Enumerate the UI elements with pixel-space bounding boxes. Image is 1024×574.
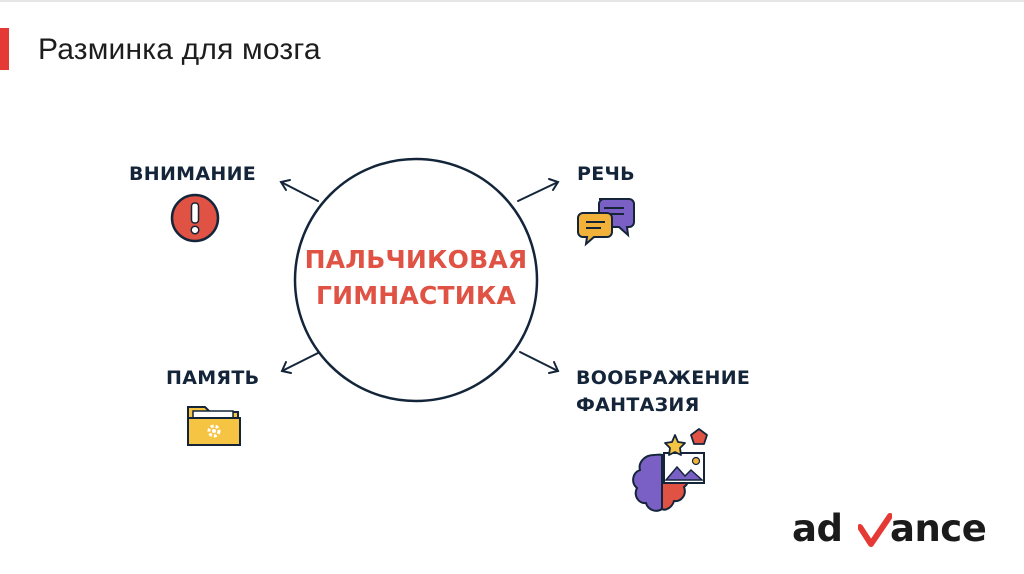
slide-title: Разминка для мозга [38,33,321,66]
center-label-line1: ПАЛЬЧИКОВАЯ [304,245,528,274]
arrow-to-imagination [519,351,560,374]
label-speech: РЕЧЬ [577,163,635,185]
center-label: ПАЛЬЧИКОВАЯ ГИМНАСТИКА [298,242,534,314]
center-label-line2: ГИМНАСТИКА [315,281,517,310]
logo-text-part1: ad [792,507,843,550]
speech-bubbles-icon [577,198,635,247]
arrow-to-speech [517,178,560,202]
label-memory: ПАМЯТЬ [166,367,260,389]
label-imagination-line2: ФАНТАЗИЯ [576,394,700,416]
logo-check-mark-icon [858,513,892,547]
top-divider [0,0,1024,2]
logo-text-part2: ance [890,507,987,550]
label-imagination: ВООБРАЖЕНИЕ ФАНТАЗИЯ [576,365,750,419]
label-attention: ВНИМАНИЕ [129,163,257,185]
arrow-to-memory [280,352,319,374]
exclamation-icon [170,193,220,243]
label-imagination-line1: ВООБРАЖЕНИЕ [576,367,751,389]
brain-imagination-icon [632,428,708,512]
folder-gear-icon [187,406,241,446]
arrow-to-attention [279,179,319,202]
center-circle [293,157,539,403]
title-accent-bar [0,28,9,70]
advance-logo: ad ance [792,505,992,555]
